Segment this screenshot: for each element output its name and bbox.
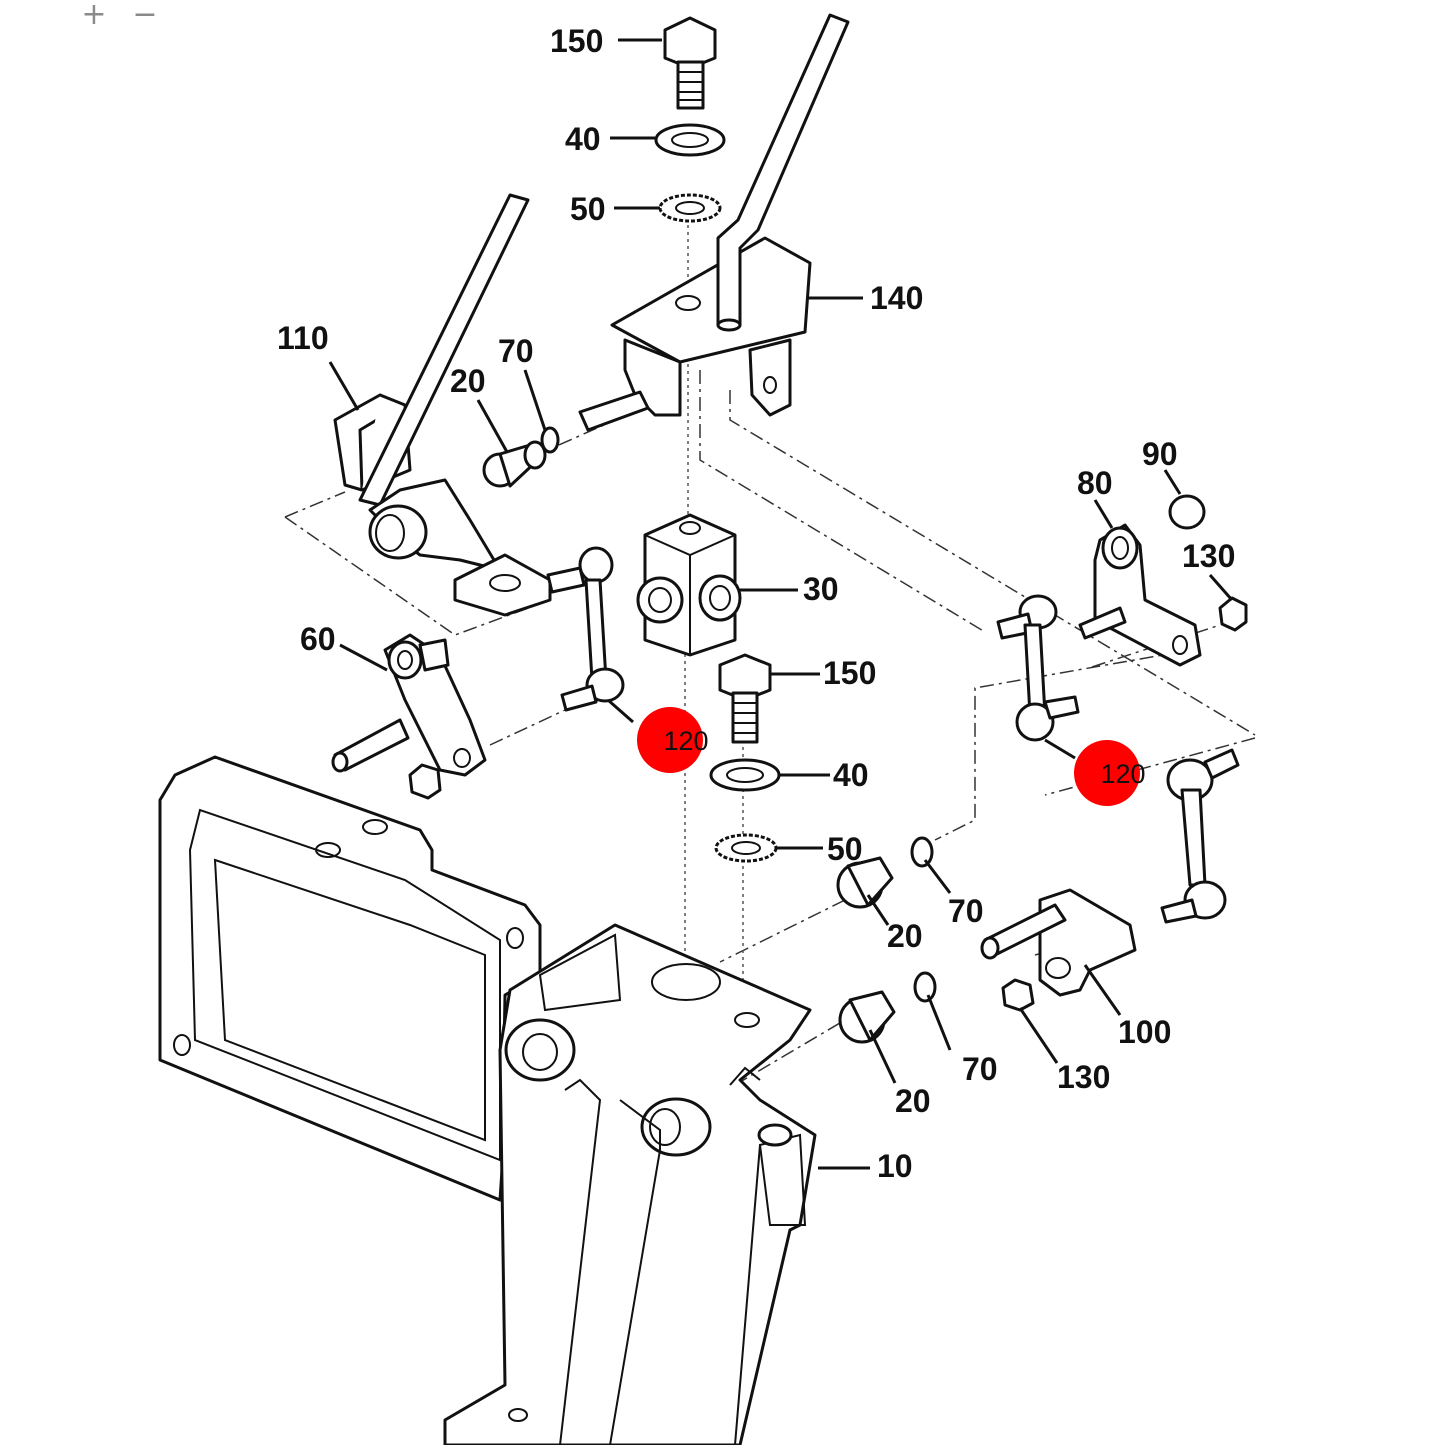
callout-10: 10 xyxy=(877,1148,913,1184)
ball-joint-link-left xyxy=(546,546,625,712)
hotspot-h1[interactable]: 120 xyxy=(637,707,709,773)
callout-100: 100 xyxy=(1118,1014,1171,1050)
lever-60 xyxy=(331,633,487,800)
hotspot-label[interactable]: 120 xyxy=(663,726,708,756)
callout-80: 80 xyxy=(1077,465,1113,501)
hotspot-h2[interactable]: 120 xyxy=(1074,740,1146,806)
callout-70b: 70 xyxy=(948,893,984,929)
leader-lines xyxy=(328,38,1234,1170)
callout-70a: 70 xyxy=(498,333,534,369)
hotspot-markers[interactable]: 120 120 xyxy=(637,707,1146,806)
upper-bushing-and-clip xyxy=(482,426,560,488)
zoom-in-button[interactable]: + xyxy=(81,0,107,32)
callout-40a: 40 xyxy=(565,121,601,157)
callout-50b: 50 xyxy=(827,831,863,867)
hotspot-circle[interactable] xyxy=(637,707,703,773)
hotspot-label[interactable]: 120 xyxy=(1100,759,1145,789)
callout-labels: 150 40 50 140 110 70 20 90 80 130 30 60 150 40 50 70 20 1… xyxy=(277,23,1235,1184)
callout-150a: 150 xyxy=(550,23,603,59)
callout-130b: 130 xyxy=(1057,1059,1110,1095)
callout-110: 110 xyxy=(277,320,329,356)
lever-110 xyxy=(333,193,552,617)
top-bolt-stack xyxy=(654,16,726,223)
callout-130a: 130 xyxy=(1182,538,1235,574)
center-bolt-stack xyxy=(709,653,781,863)
callout-60: 60 xyxy=(300,621,336,657)
pedal-bracket-10 xyxy=(158,755,817,1447)
hotspot-circle[interactable] xyxy=(1074,740,1140,806)
callout-150b: 150 xyxy=(823,655,876,691)
callout-20b: 20 xyxy=(887,918,923,954)
callout-40b: 40 xyxy=(833,757,869,793)
lever-plate-140 xyxy=(578,13,850,432)
universal-joint-30 xyxy=(636,513,742,657)
right-lever-assembly xyxy=(996,494,1248,742)
callout-90: 90 xyxy=(1142,436,1178,472)
callout-140: 140 xyxy=(870,280,923,316)
callout-50a: 50 xyxy=(570,191,606,227)
zoom-out-button[interactable]: − xyxy=(132,0,158,32)
callout-20c: 20 xyxy=(895,1083,931,1119)
callout-70c: 70 xyxy=(962,1051,998,1087)
callout-20a: 20 xyxy=(450,363,486,399)
lower-right-assembly xyxy=(836,748,1240,1044)
callout-30: 30 xyxy=(803,571,839,607)
